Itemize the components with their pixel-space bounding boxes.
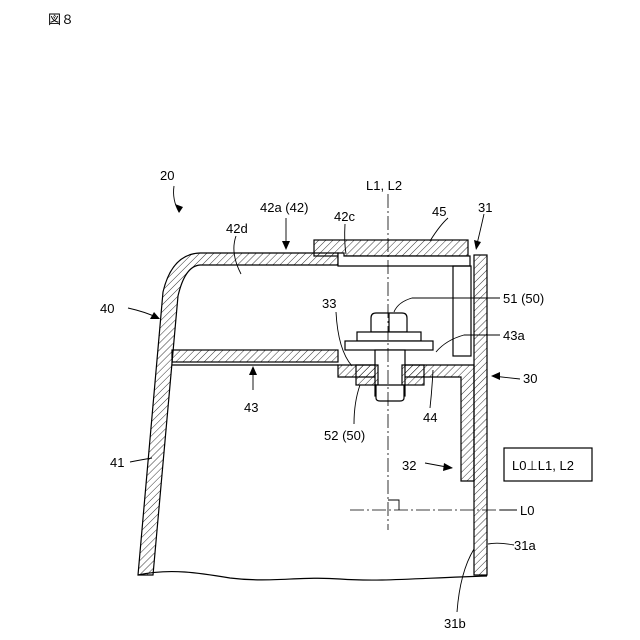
label-45: 45 [432,204,446,219]
label-52: 52 (50) [324,428,365,443]
arrow-43 [249,366,257,375]
label-L1-L2: L1, L2 [366,178,402,193]
leader-31b [457,549,474,612]
arrow-32 [443,463,453,471]
arrow-42a [282,241,290,250]
label-40: 40 [100,301,114,316]
leader-45 [430,218,448,241]
leader-43a [436,335,500,352]
label-43a: 43a [503,328,525,343]
label-30: 30 [523,371,537,386]
label-42c: 42c [334,209,355,224]
bolt-tip [376,385,404,401]
cover-45 [314,240,468,256]
outer-panel-41 [138,253,338,575]
label-31b: 31b [444,616,466,631]
label-41: 41 [110,455,124,470]
panel-31 [474,255,487,575]
label-43: 43 [244,400,258,415]
arrow-31 [474,240,481,250]
label-42a: 42a (42) [260,200,308,215]
label-51: 51 (50) [503,291,544,306]
label-20: 20 [160,168,174,183]
leader-31a [488,543,514,545]
arrow-30 [491,372,500,380]
leader-52 [354,385,360,424]
label-31a: 31a [514,538,536,553]
member-43 [172,350,338,362]
perpendicular-mark [388,500,399,510]
label-31: 31 [478,200,492,215]
label-33: 33 [322,296,336,311]
arrow-20 [175,204,183,213]
nut-52-right [402,365,424,385]
nut-52 [356,365,378,385]
break-line [138,572,487,581]
washer-43a [345,341,433,350]
label-44: 44 [423,410,437,425]
label-L0: L0 [520,503,534,518]
figure-title: 図８ [48,12,74,27]
condition-box-text: L0⊥L1, L2 [512,458,574,473]
label-42d: 42d [226,221,248,236]
inner-bracket [453,266,471,356]
washer-top [357,332,421,341]
label-32: 32 [402,458,416,473]
